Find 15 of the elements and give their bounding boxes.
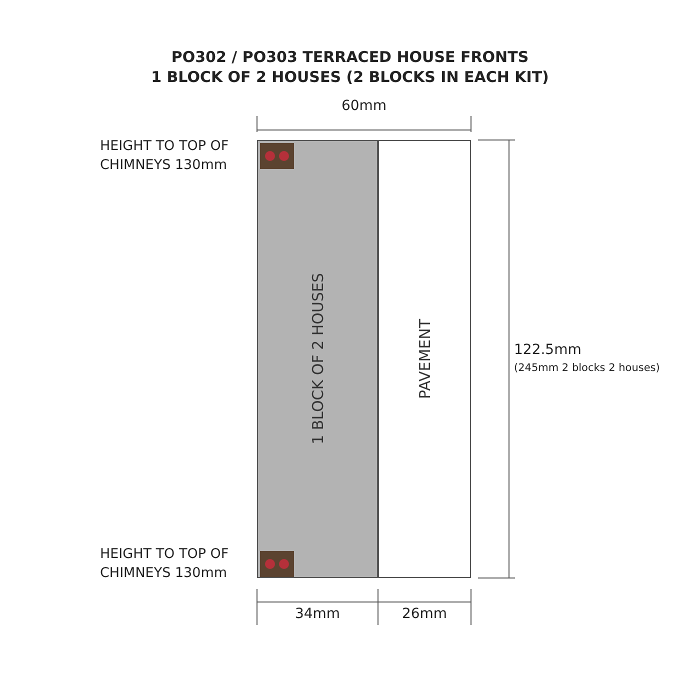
dimension-label: 60mm [340, 98, 388, 114]
chimney-height-note: HEIGHT TO TOP OF CHIMNEYS 130mm [100, 545, 230, 583]
dimension-note: (245mm 2 blocks 2 houses) [514, 362, 661, 374]
title: PO302 / PO303 TERRACED HOUSE FRONTS [170, 48, 530, 66]
pavement-strip [378, 140, 471, 578]
chimney-height-note: HEIGHT TO TOP OF CHIMNEYS 130mm [100, 137, 230, 175]
chimney-block [260, 143, 294, 169]
dimension-label: 26mm [400, 606, 448, 622]
dimension-label: 34mm [294, 606, 342, 622]
chimney-block [260, 551, 294, 577]
dimension-label: 122.5mm [514, 342, 582, 358]
block-label: PAVEMENT [416, 319, 434, 399]
subtitle: 1 BLOCK OF 2 HOUSES (2 BLOCKS IN EACH KIT) [150, 68, 550, 86]
block-label: 1 BLOCK OF 2 HOUSES [308, 273, 326, 445]
house-block [257, 140, 378, 578]
